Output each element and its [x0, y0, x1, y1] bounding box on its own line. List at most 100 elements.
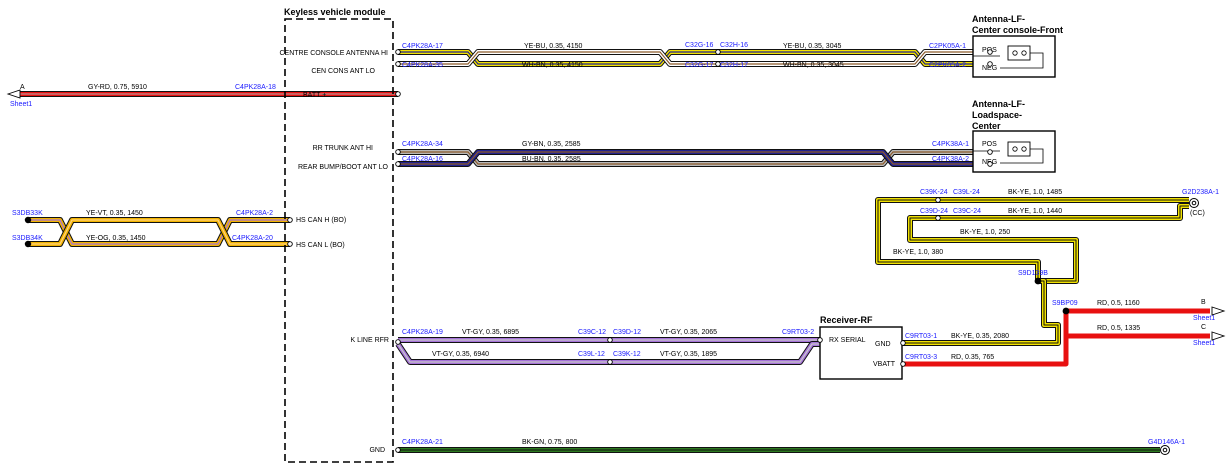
wire-label: GY-BN, 0.35, 2585 [522, 141, 581, 148]
wire-label: BK-YE, 0.35, 2080 [951, 333, 1009, 340]
connector-label[interactable]: C4PK28A-21 [402, 439, 443, 446]
pin-gnd: GND [369, 447, 385, 454]
connector-label[interactable]: C4PK28A-20 [232, 235, 273, 242]
connector-label[interactable]: C4PK38A-2 [932, 156, 969, 163]
wire-label: BK-YE, 1.0, 1485 [1008, 189, 1062, 196]
wire-bk-ye [875, 197, 1189, 346]
connector-label[interactable]: C4PK28A-16 [402, 156, 443, 163]
offpage-arrow-icon [6, 89, 1226, 341]
wire-label: BU-BN, 0.35, 2585 [522, 156, 581, 163]
connector-label[interactable]: C39K-12 [613, 351, 641, 358]
offpage-c-letter: C [1201, 324, 1206, 331]
wire-label: VT-GY, 0.35, 2065 [660, 329, 717, 336]
antenna-load-title-1: Antenna-LF- [972, 99, 1025, 109]
receiver-rf: Receiver-RF RX SERIAL GND VBATT [819, 315, 903, 380]
pin-rr-trunk-ant-hi: RR TRUNK ANT HI [313, 145, 373, 152]
connector-labels: C4PK28A-17 C4PK28A-35 C4PK28A-18 C4PK28A… [12, 42, 1219, 446]
connector-label[interactable]: C4PK28A-2 [236, 210, 273, 217]
wire-ye-vt-can [28, 217, 290, 247]
offpage-b-sheet[interactable]: Sheet1 [1193, 315, 1215, 322]
pin-batt: BATT + [303, 92, 326, 99]
antenna-loadspace: Antenna-LF- Loadspace- Center POS NEG [972, 99, 1056, 173]
connector-label[interactable]: C4PK38A-1 [932, 141, 969, 148]
antenna-front: Antenna-LF- Center console-Front POS NEG [972, 14, 1063, 78]
receiver-title: Receiver-RF [820, 315, 873, 325]
wire-label: GY-RD, 0.75, 5910 [88, 84, 147, 91]
connector-label[interactable]: C4PK28A-17 [402, 43, 443, 50]
connector-label[interactable]: S3DB33K [12, 210, 43, 217]
wire-label: BK-YE, 1.0, 250 [960, 229, 1010, 236]
connector-label[interactable]: C4PK28A-35 [402, 62, 443, 69]
offpage-b-letter: B [1201, 299, 1206, 306]
connector-label[interactable]: C4PK28A-18 [235, 84, 276, 91]
wire-label: YE-VT, 0.35, 1450 [86, 210, 143, 217]
wire-label: YE-BU, 0.35, 4150 [524, 43, 582, 50]
connector-label[interactable]: S9BP09 [1052, 300, 1078, 307]
wire-label: RD, 0.35, 765 [951, 354, 994, 361]
offpage-a-letter: A [20, 84, 25, 91]
receiver-rx-serial: RX SERIAL [829, 337, 866, 344]
pin-rear-bump-boot-ant-lo: REAR BUMP/BOOT ANT LO [298, 164, 389, 171]
wire-labels: YE-BU, 0.35, 4150 YE-BU, 0.35, 3045 WH-B… [86, 43, 1140, 446]
connector-label[interactable]: C39C-24 [953, 208, 981, 215]
wire-label: YE-BU, 0.35, 3045 [783, 43, 841, 50]
connector-cc-label: (CC) [1190, 210, 1205, 217]
connector-label[interactable]: C39D-12 [613, 329, 641, 336]
antenna-front-title-2: Center console-Front [972, 25, 1063, 35]
wire-label: RD, 0.5, 1160 [1097, 300, 1140, 307]
pin-centre-console-antenna-hi: CENTRE CONSOLE ANTENNA HI [279, 50, 388, 57]
connector-label[interactable]: C32G-17 [685, 62, 714, 69]
keyless-vehicle-module: Keyless vehicle module CENTRE CONSOLE AN… [279, 7, 394, 463]
connector-label[interactable]: C39L-12 [578, 351, 605, 358]
splices [24, 216, 1070, 315]
connector-label[interactable]: C39C-12 [578, 329, 606, 336]
terminals [287, 49, 993, 453]
wire-label: BK-YE, 1.0, 1440 [1008, 208, 1062, 215]
connector-label[interactable]: C9RT03-1 [905, 333, 937, 340]
wire-bu-bn-load [398, 149, 990, 167]
connector-label[interactable]: C2PK05A-1 [929, 43, 966, 50]
pin-cen-cons-ant-lo: CEN CONS ANT LO [311, 68, 375, 75]
antenna-load-title-3: Center [972, 121, 1001, 131]
connector-label[interactable]: C9RT03-2 [782, 329, 814, 336]
connector-label[interactable]: C4PK28A-19 [402, 329, 443, 336]
connector-label[interactable]: G2D238A-1 [1182, 189, 1219, 196]
connector-label[interactable]: C32G-16 [685, 42, 714, 49]
connector-label[interactable]: G4D146A-1 [1148, 439, 1185, 446]
connector-label[interactable]: C39K-24 [920, 189, 948, 196]
connector-label[interactable]: C9RT03-3 [905, 354, 937, 361]
connector-label[interactable]: C39D-24 [920, 208, 948, 215]
antenna-front-title-1: Antenna-LF- [972, 14, 1025, 24]
connector-label[interactable]: C39L-24 [953, 189, 980, 196]
pin-hs-can-l: HS CAN L (BO) [296, 242, 345, 249]
ground-eyelet-icon [1160, 198, 1199, 455]
pin-k-line-rfr: K LINE RFR [350, 337, 389, 344]
wire-label: WH-BN, 0.35, 4150 [522, 62, 583, 69]
wire-gy-bn-load [398, 149, 990, 167]
wire-label: VT-GY, 0.35, 1895 [660, 351, 717, 358]
connector-label[interactable]: C4PK28A-34 [402, 141, 443, 148]
wire-label: WH-BN, 0.35, 3045 [783, 62, 844, 69]
wire-rd [903, 308, 1210, 367]
connector-label[interactable]: C2PK05A-2 [929, 62, 966, 69]
wire-label: BK-GN, 0.75, 800 [522, 439, 577, 446]
wire-label: RD, 0.5, 1335 [1097, 325, 1140, 332]
connector-label[interactable]: S3DB34K [12, 235, 43, 242]
wire-wh-bn-front [398, 49, 990, 67]
connector-label[interactable]: S9D139B [1018, 270, 1048, 277]
wire-label: VT-GY, 0.35, 6895 [462, 329, 519, 336]
module-title: Keyless vehicle module [284, 7, 386, 17]
wire-label: YE-OG, 0.35, 1450 [86, 235, 146, 242]
wires [18, 49, 1210, 453]
offpage-a-sheet[interactable]: Sheet1 [10, 101, 32, 108]
wire-ye-og-can [28, 217, 290, 247]
receiver-gnd: GND [875, 341, 891, 348]
wire-label: BK-YE, 1.0, 380 [893, 249, 943, 256]
connector-label[interactable]: C32H-16 [720, 42, 748, 49]
receiver-vbatt: VBATT [873, 361, 896, 368]
offpage-c-sheet[interactable]: Sheet1 [1193, 340, 1215, 347]
wire-label: VT-GY, 0.35, 6940 [432, 351, 489, 358]
connector-label[interactable]: C32H-17 [720, 62, 748, 69]
antenna-load-pos: POS [982, 141, 997, 148]
